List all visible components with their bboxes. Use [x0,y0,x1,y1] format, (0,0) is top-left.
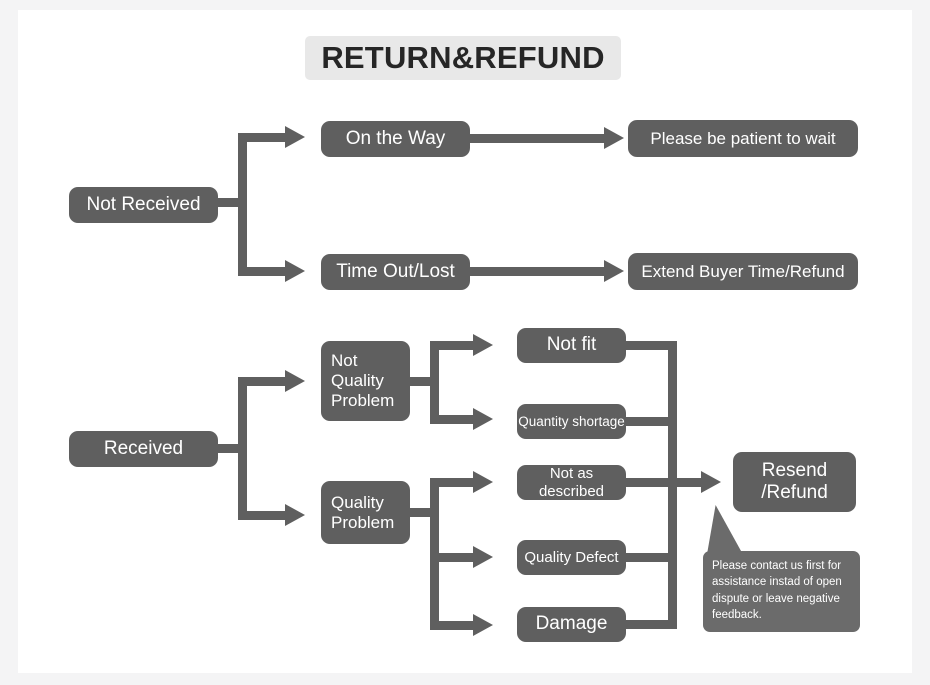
connector-on-the-way-to-wait [470,134,607,143]
node-not-received[interactable]: Not Received [69,187,218,223]
arrowhead-to-extend-buyer [604,260,624,282]
connector-quality-to-damage [430,621,476,630]
arrowhead-to-on-the-way [285,126,305,148]
node-quality-problem-label: Quality Problem [331,492,395,532]
connector-not-quality-vertical [430,341,439,424]
node-received[interactable]: Received [69,431,218,467]
arrowhead-to-damage [473,614,493,636]
connector-quality-to-quality-defect [430,553,476,562]
node-not-received-label: Not Received [86,193,201,215]
arrowhead-to-not-fit [473,334,493,356]
node-damage-label: Damage [535,613,608,635]
page-title: RETURN&REFUND [305,36,621,80]
node-damage[interactable]: Damage [517,607,626,642]
node-not-fit[interactable]: Not fit [517,328,626,363]
connector-received-stem [218,444,246,453]
callout-note-text: Please contact us first for assistance i… [712,560,842,621]
node-resend-refund-label: Resend /Refund [761,459,828,503]
node-resend-refund[interactable]: Resend /Refund [733,452,856,512]
node-received-label: Received [103,437,184,459]
connector-to-not-quality [238,377,288,386]
node-quantity-shortage[interactable]: Quantity shortage [517,404,626,439]
connector-not-received-stem [218,198,246,207]
connector-to-on-the-way [238,133,288,142]
connector-not-received-vertical [238,133,247,276]
connector-time-out-to-extend [470,267,607,276]
connector-not-as-described-to-bus [626,478,677,487]
connector-not-quality-to-quantity [430,415,476,424]
arrowhead-to-resend-refund [701,471,721,493]
arrowhead-to-not-quality-problem [285,370,305,392]
arrowhead-to-quality-defect [473,546,493,568]
node-time-out-lost[interactable]: Time Out/Lost [321,254,470,290]
connector-not-fit-to-bus [626,341,677,350]
node-quantity-shortage-label: Quantity shortage [518,413,625,429]
node-please-be-patient-label: Please be patient to wait [650,128,836,148]
node-extend-buyer-time[interactable]: Extend Buyer Time/Refund [628,253,858,290]
connector-not-quality-to-not-fit [430,341,476,350]
connector-quantity-to-bus [626,417,677,426]
connector-quality-stem [410,508,438,517]
arrowhead-to-time-out [285,260,305,282]
arrowhead-to-please-wait [604,127,624,149]
node-quality-problem[interactable]: Quality Problem [321,481,410,544]
node-quality-defect-label: Quality Defect [524,548,619,566]
node-not-as-described-label: Not as described [538,464,605,500]
node-please-be-patient[interactable]: Please be patient to wait [628,120,858,157]
node-quality-defect[interactable]: Quality Defect [517,540,626,575]
node-not-as-described[interactable]: Not as described [517,465,626,500]
connector-received-vertical [238,377,247,520]
connector-quality-to-not-as-described [430,478,476,487]
node-time-out-lost-label: Time Out/Lost [336,260,455,282]
connector-quality-defect-to-bus [626,553,677,562]
arrowhead-to-not-as-described [473,471,493,493]
node-not-quality-problem-label: Not Quality Problem [331,351,395,410]
connector-to-quality [238,511,288,520]
node-on-the-way-label: On the Way [345,127,446,149]
node-not-quality-problem[interactable]: Not Quality Problem [321,341,410,421]
arrowhead-to-quantity-shortage [473,408,493,430]
callout-note: Please contact us first for assistance i… [703,551,860,632]
connector-not-quality-stem [410,377,438,386]
arrowhead-to-quality-problem [285,504,305,526]
node-on-the-way[interactable]: On the Way [321,121,470,157]
connector-damage-to-bus [626,620,677,629]
node-not-fit-label: Not fit [546,334,597,356]
connector-bus-to-resend-refund [668,478,704,487]
node-extend-buyer-time-label: Extend Buyer Time/Refund [641,261,845,281]
connector-to-time-out [238,267,288,276]
